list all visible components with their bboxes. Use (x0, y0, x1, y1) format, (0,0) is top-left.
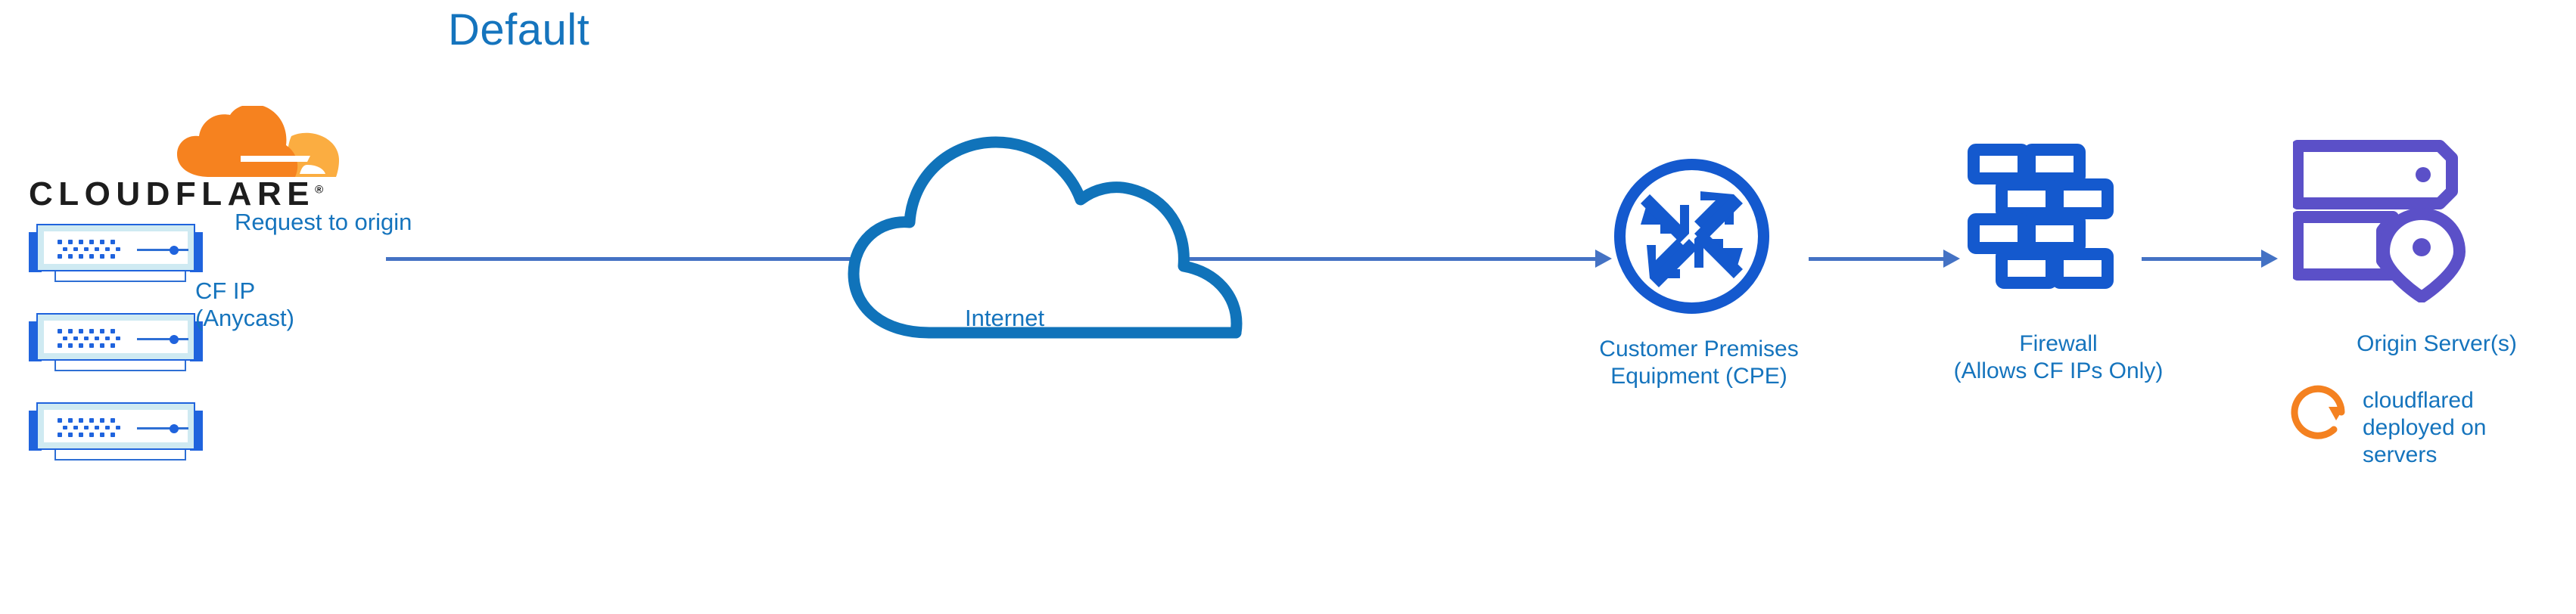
rack-face (44, 410, 188, 442)
rack-body (36, 313, 195, 361)
rack-body (36, 402, 195, 450)
rack-led-icon (170, 246, 179, 255)
rack-dot-matrix (58, 329, 123, 349)
rack-dot-matrix (58, 418, 123, 438)
arrow-cpe-to-firewall-head (1943, 250, 1960, 268)
rack-dot-matrix (58, 240, 123, 259)
brick-wall-icon (1968, 144, 2114, 289)
rack-line (137, 249, 188, 251)
rack-base (54, 450, 186, 460)
cloudflare-server-rack-3 (29, 402, 203, 460)
rack-led-icon (170, 335, 179, 344)
router-icon (1614, 159, 1769, 314)
request-to-origin-label: Request to origin (235, 209, 412, 235)
firewall-label: Firewall (Allows CF IPs Only) (1953, 331, 2164, 383)
rack-led-icon (170, 424, 179, 433)
rack-line (137, 427, 188, 429)
cf-ip-anycast-label: CF IP (Anycast) (195, 278, 294, 331)
origin-server-label: Origin Server(s) (2357, 331, 2517, 356)
rack-face (44, 231, 188, 264)
arrow-firewall-to-origin (2142, 257, 2263, 261)
rack-face (44, 321, 188, 353)
arrow-cpe-to-firewall (1809, 257, 1945, 261)
server-location-pin-icon (2293, 140, 2466, 302)
rack-body (36, 224, 195, 271)
internet-cloud-icon (848, 136, 1243, 339)
cloudflare-server-rack-1 (29, 224, 203, 282)
cloudflare-cloud-icon (177, 106, 339, 177)
rack-base (54, 361, 186, 371)
arrow-firewall-to-origin-head (2261, 250, 2278, 268)
cloudflared-annotation-label: cloudflared deployed on servers (2363, 388, 2487, 467)
arrow-cf-to-cpe-head (1595, 250, 1612, 268)
refresh-sync-icon (2291, 385, 2345, 439)
rack-base (54, 271, 186, 282)
cloudflare-wordmark: CLOUDFLARE® (29, 175, 324, 212)
cloudflare-server-rack-2 (29, 313, 203, 371)
page-title: Default (448, 5, 590, 54)
internet-label: Internet (965, 305, 1045, 331)
cloudflare-logo: CLOUDFLARE® (29, 106, 354, 212)
cpe-label: Customer Premises Equipment (CPE) (1599, 336, 1799, 389)
rack-line (137, 338, 188, 340)
